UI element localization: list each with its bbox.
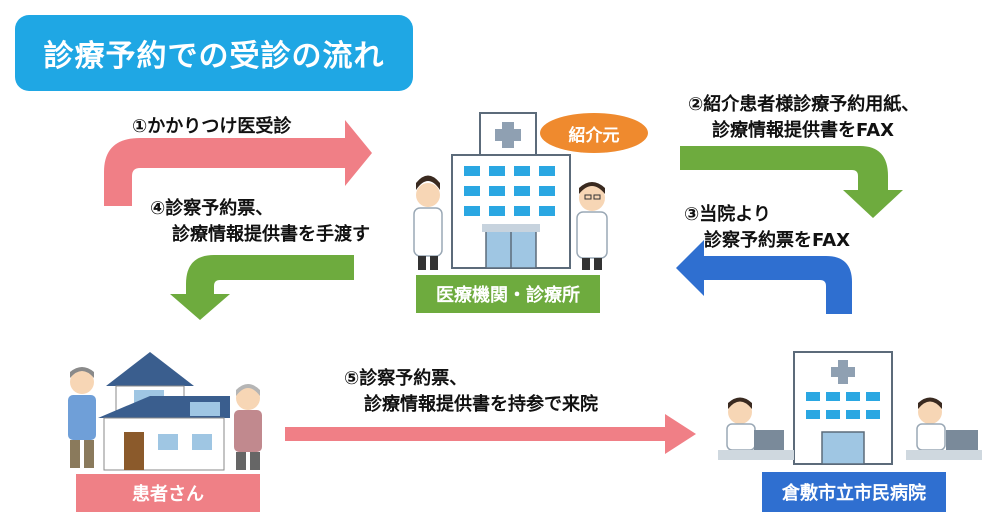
receptionist-icon bbox=[718, 397, 794, 460]
step5-label-line2: 診療情報提供書を持参で来院 bbox=[364, 394, 598, 415]
step4-arrow bbox=[170, 255, 354, 320]
step1-label: ①かかりつけ医受診 bbox=[132, 116, 292, 137]
step4-label-line1: ④診察予約票、 bbox=[150, 198, 274, 219]
clinic-label: 医療機関・診療所 bbox=[416, 275, 600, 313]
step5-arrow bbox=[285, 414, 696, 454]
clinic-building-icon bbox=[451, 112, 571, 269]
doctor-icon bbox=[576, 182, 608, 270]
hospital-label: 倉敷市立市民病院 bbox=[762, 472, 946, 512]
house-icon bbox=[98, 352, 230, 471]
step3-arrow bbox=[676, 240, 852, 314]
step2-label-line2: 診療情報提供書をFAX bbox=[712, 120, 895, 141]
hospital-building-icon bbox=[793, 351, 893, 465]
page-title: 診療予約での受診の流れ bbox=[15, 15, 413, 91]
referrer-badge: 紹介元 bbox=[540, 113, 648, 153]
receptionist-icon bbox=[906, 397, 982, 460]
step4-label-line2: 診療情報提供書を手渡す bbox=[172, 224, 370, 245]
step2-arrow bbox=[680, 146, 903, 218]
nurse-icon bbox=[413, 175, 443, 270]
patient-label: 患者さん bbox=[76, 474, 260, 512]
elderly-man-icon bbox=[68, 367, 96, 468]
step3-label-line1: ③当院より bbox=[684, 204, 771, 225]
step3-label-line2: 診察予約票をFAX bbox=[704, 230, 851, 251]
step5-label-line1: ⑤診察予約票、 bbox=[344, 368, 468, 389]
step1-arrow bbox=[104, 120, 372, 206]
elderly-woman-icon bbox=[234, 384, 262, 470]
step2-label-line1: ②紹介患者様診療予約用紙、 bbox=[688, 94, 920, 115]
